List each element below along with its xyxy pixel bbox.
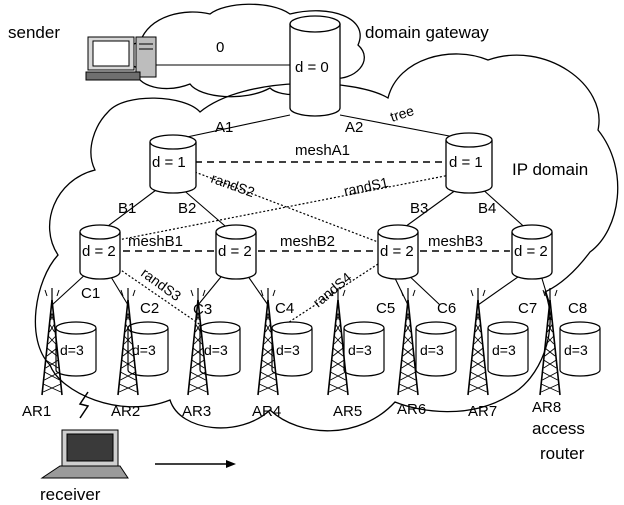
link-label-c8: C8 — [568, 300, 587, 317]
gateway-node-label: d = 0 — [295, 59, 329, 76]
router-label: AR1 — [22, 403, 51, 420]
level3-node-label: d=3 — [276, 342, 300, 358]
level1-node-label: d = 1 — [449, 154, 483, 171]
router-label: AR6 — [397, 401, 426, 418]
level2-node-label: d = 2 — [514, 243, 548, 260]
rand-s1-label: randS1 — [342, 174, 390, 199]
link-label-a2: A2 — [345, 119, 363, 136]
level3-node-label: d=3 — [492, 342, 516, 358]
router-label: AR4 — [252, 403, 281, 420]
router-label: AR5 — [333, 403, 362, 420]
tree-label: tree — [388, 102, 416, 125]
domain-gateway-label: domain gateway — [365, 23, 489, 42]
ip-domain-label: IP domain — [512, 160, 588, 179]
rand-s3-label: randS3 — [138, 264, 184, 304]
rand-s4-label: randS4 — [310, 269, 355, 310]
link-label-c5: C5 — [376, 300, 395, 317]
link-label-c3: C3 — [193, 301, 212, 318]
link-label-a1: A1 — [215, 119, 233, 136]
link-label-b3: B3 — [410, 200, 428, 217]
router-label: AR3 — [182, 403, 211, 420]
mesh-b3-label: meshB3 — [428, 233, 483, 250]
receiver-label: receiver — [40, 485, 101, 504]
sender-label: sender — [8, 23, 60, 42]
link-label-b4: B4 — [478, 200, 496, 217]
link-zero-label: 0 — [216, 39, 224, 56]
link-label-b1: B1 — [118, 200, 136, 217]
link-label-c7: C7 — [518, 300, 537, 317]
radio-tower-icon — [468, 288, 488, 395]
rand-s2-label: randS2 — [209, 170, 257, 201]
level1-node-label: d = 1 — [152, 154, 186, 171]
mesh-b2-label: meshB2 — [280, 233, 335, 250]
desktop-computer-icon — [86, 37, 156, 80]
link-label-b2: B2 — [178, 200, 196, 217]
access-router-label-line1: access — [532, 419, 585, 438]
router-label: AR8 — [532, 399, 561, 416]
link-label-c1: C1 — [81, 285, 100, 302]
router-label: AR2 — [111, 403, 140, 420]
level2-node-label: d = 2 — [380, 243, 414, 260]
level3-node-label: d=3 — [132, 342, 156, 358]
link-label-c6: C6 — [437, 300, 456, 317]
level3-node-label: d=3 — [564, 342, 588, 358]
radio-tower-icon — [540, 288, 560, 395]
level3-node-label: d=3 — [60, 342, 84, 358]
mesh-a1-label: meshA1 — [295, 142, 350, 159]
router-label: AR7 — [468, 403, 497, 420]
movement-arrow — [155, 460, 236, 468]
laptop-icon — [42, 430, 128, 478]
access-router-label-line2: router — [540, 444, 585, 463]
link-label-c2: C2 — [140, 300, 159, 317]
level2-node-label: d = 2 — [218, 243, 252, 260]
level3-node-label: d=3 — [348, 342, 372, 358]
level3-node-label: d=3 — [420, 342, 444, 358]
radio-tower-icon — [398, 288, 418, 395]
level2-node-label: d = 2 — [82, 243, 116, 260]
link-label-c4: C4 — [275, 300, 294, 317]
level3-node-label: d=3 — [204, 342, 228, 358]
mesh-b1-label: meshB1 — [128, 233, 183, 250]
